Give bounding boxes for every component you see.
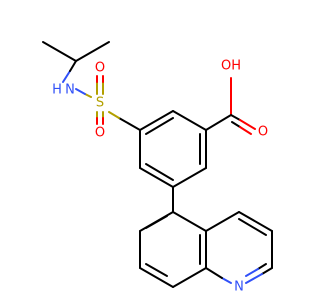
bond: [62, 70, 71, 83]
quinoline-ring: [139, 211, 273, 288]
central-benzene-ring: [139, 110, 207, 188]
molecule-canvas: OH O S O O N H N: [42, 41, 273, 295]
atom-label-oh: OH: [221, 59, 241, 74]
bond: [139, 110, 174, 131]
isopropyl-group: [42, 41, 110, 83]
bond: [245, 273, 263, 284]
bond: [69, 60, 77, 72]
bond: [172, 267, 207, 288]
bond-inner: [238, 218, 267, 236]
bond: [172, 211, 207, 232]
bond: [75, 88, 86, 95]
bond-inner: [245, 268, 259, 277]
bond: [230, 114, 241, 121]
atom-label-sulfonyl-o-bottom: O: [95, 126, 105, 141]
bond-inner: [145, 163, 174, 181]
bond: [205, 267, 223, 279]
bond: [84, 93, 92, 98]
atom-label-carbonyl-o: O: [258, 125, 268, 140]
atom-label-s: S: [96, 96, 104, 111]
bond: [238, 211, 273, 232]
sulfonamide-group: [75, 75, 141, 131]
bond: [221, 277, 232, 284]
bond-inner: [145, 215, 168, 229]
bond: [172, 110, 207, 131]
atom-label-amide-n: N: [65, 83, 75, 98]
bond: [139, 167, 174, 188]
atom-label-quinoline-n: N: [234, 280, 244, 295]
molecule-structure: OH O S O O N H N: [42, 41, 273, 295]
atom-label-sulfonyl-o-top: O: [95, 61, 105, 76]
bond: [108, 111, 120, 119]
bond: [75, 41, 110, 62]
atom-label-amide-h: H: [52, 83, 62, 98]
bond-inner: [145, 117, 174, 135]
bond: [205, 211, 240, 232]
bond: [239, 126, 252, 135]
carboxylic-acid-group: [205, 77, 256, 135]
bond: [42, 41, 77, 62]
bond: [118, 117, 141, 131]
bond-inner: [257, 263, 267, 270]
bond: [172, 167, 207, 188]
bond: [261, 267, 273, 275]
bond: [139, 267, 174, 288]
bond: [231, 121, 241, 128]
bond: [239, 119, 256, 130]
bond-inner: [145, 263, 168, 277]
bond: [205, 114, 232, 131]
